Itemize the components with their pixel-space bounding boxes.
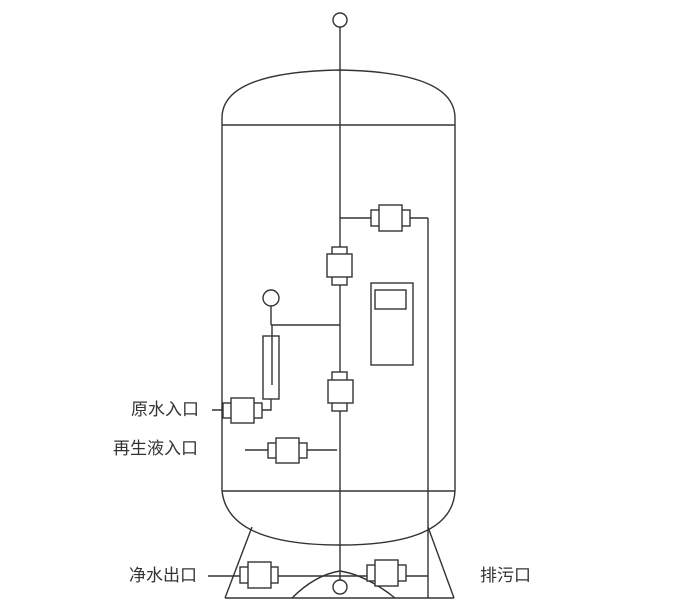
upper-vertical-valve[interactable] xyxy=(326,246,353,286)
clean-water-outlet-valve[interactable] xyxy=(239,561,279,589)
flowmeter xyxy=(212,306,340,411)
top-right-valve[interactable] xyxy=(370,204,411,232)
lower-vertical-valve[interactable] xyxy=(327,371,354,412)
top-vent-circle xyxy=(332,12,348,28)
regenerant-inlet-valve[interactable] xyxy=(267,437,308,464)
tank-body xyxy=(221,69,456,546)
label-drain-outlet: 排污口 xyxy=(480,566,531,586)
raw-water-inlet-valve[interactable] xyxy=(222,397,263,424)
drain-pipe xyxy=(340,217,429,598)
label-regenerant-inlet: 再生液入口 xyxy=(113,439,198,459)
label-clean-water-outlet: 净水出口 xyxy=(129,566,197,586)
controller-screen xyxy=(374,289,407,310)
label-raw-water-inlet: 原水入口 xyxy=(131,400,199,420)
drain-outlet-valve[interactable] xyxy=(366,559,407,587)
pressure-gauge-icon xyxy=(262,289,280,307)
controller-panel xyxy=(370,282,414,366)
